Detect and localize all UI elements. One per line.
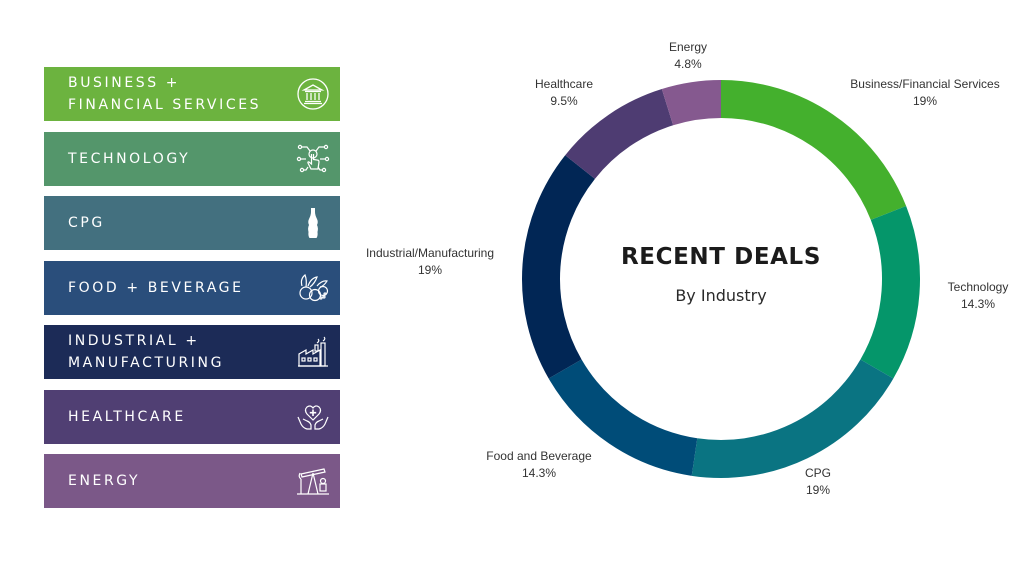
slice-label-technology: Technology 14.3% xyxy=(948,279,1009,313)
slice-category: Business/Financial Services xyxy=(850,77,1000,91)
slice-category: Food and Beverage xyxy=(486,449,592,463)
slice-category: Industrial/Manufacturing xyxy=(365,246,495,260)
legend-item-cpg: CPG xyxy=(44,196,340,250)
chart-title: RECENT DEALS xyxy=(621,244,821,270)
factory-icon xyxy=(296,335,330,369)
slice-value: 19% xyxy=(912,94,938,108)
legend-item-technology: TECHNOLOGY xyxy=(44,131,340,186)
donut-slice-cpg xyxy=(691,359,894,478)
slice-label-energy: Energy 4.8% xyxy=(669,39,707,73)
legend-label: HEALTHCARE xyxy=(68,408,186,425)
slice-label-industrial-manufacturing: Industrial/Manufacturing 19% xyxy=(366,245,494,279)
slice-value: 4.8% xyxy=(674,57,702,71)
slice-value: 9.5% xyxy=(550,94,578,108)
donut-slice-business-financial-services xyxy=(720,80,907,221)
chart-subtitle: By Industry xyxy=(675,286,767,305)
slice-value: 19% xyxy=(805,483,831,497)
slice-value: 14.3% xyxy=(521,466,557,480)
legend-item-energy: ENERGY xyxy=(44,454,340,508)
slice-label-food-beverage: Food and Beverage 14.3% xyxy=(486,448,591,482)
slice-label-business-financial: Business/Financial Services 19% xyxy=(850,76,999,110)
industry-legend: BUSINESS + FINANCIAL SERVICES TECHNOLOGY xyxy=(44,67,340,519)
legend-label: INDUSTRIAL + MANUFACTURING xyxy=(68,333,225,371)
slice-value: 19% xyxy=(417,263,443,277)
bottle-icon xyxy=(296,206,330,240)
legend-label: CPG xyxy=(68,215,105,231)
slice-category: CPG xyxy=(804,466,832,480)
slice-category: Energy xyxy=(668,40,708,54)
legend-item-industrial-manufacturing: INDUSTRIAL + MANUFACTURING xyxy=(44,325,340,379)
heart-hands-icon xyxy=(296,400,330,434)
donut-slice-industrial-manufacturing xyxy=(522,155,596,379)
donut-slice-food-and-beverage xyxy=(548,359,698,476)
bank-icon xyxy=(296,77,330,111)
legend-label: BUSINESS + FINANCIAL SERVICES xyxy=(68,75,262,113)
slice-category: Technology xyxy=(947,280,1009,294)
slice-value: 14.3% xyxy=(960,297,996,311)
legend-label: FOOD + BEVERAGE xyxy=(68,279,244,296)
slice-label-cpg: CPG 19% xyxy=(805,465,831,499)
oil-pump-icon xyxy=(296,464,330,498)
legend-item-healthcare: HEALTHCARE xyxy=(44,389,340,444)
legend-item-business-financial: BUSINESS + FINANCIAL SERVICES xyxy=(44,67,340,121)
legend-item-food-beverage: FOOD + BEVERAGE xyxy=(44,260,340,315)
fruit-basket-icon xyxy=(296,271,330,305)
slice-label-healthcare: Healthcare 9.5% xyxy=(535,76,593,110)
donut-slice-technology xyxy=(860,205,920,379)
donut-slice-healthcare xyxy=(565,89,674,180)
touch-circuit-icon xyxy=(296,142,330,176)
donut-slice-energy xyxy=(661,80,722,126)
legend-label: TECHNOLOGY xyxy=(68,150,191,167)
slice-category: Healthcare xyxy=(534,77,594,91)
legend-label: ENERGY xyxy=(68,473,141,489)
